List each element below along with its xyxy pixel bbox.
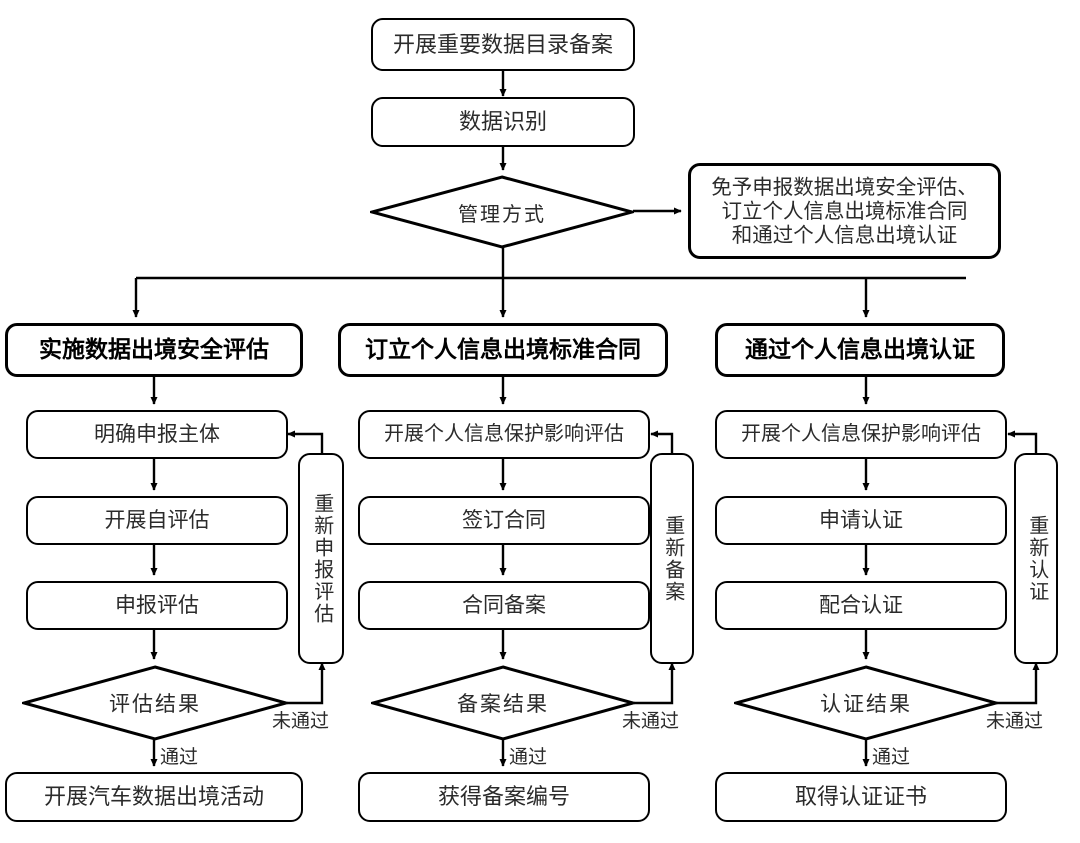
- node-branch-b-retry[interactable]: 重新备案: [650, 453, 694, 664]
- node-branch-b-heading-label: 订立个人信息出境标准合同: [365, 337, 641, 363]
- node-branch-b-step-3[interactable]: 合同备案: [358, 581, 650, 630]
- node-branch-a-retry-label: 重新申报评估: [310, 492, 333, 625]
- node-data-identification-label: 数据识别: [458, 109, 547, 135]
- node-branch-c-retry[interactable]: 重新认证: [1014, 453, 1058, 664]
- node-data-identification[interactable]: 数据识别: [371, 97, 635, 147]
- node-branch-b-step-2-label: 签订合同: [462, 508, 546, 533]
- node-branch-a-retry[interactable]: 重新申报评估: [298, 453, 344, 664]
- node-branch-b-outcome[interactable]: 获得备案编号: [358, 772, 650, 822]
- node-branch-c-step-2-label: 申请认证: [819, 508, 903, 533]
- node-branch-a-heading-label: 实施数据出境安全评估: [39, 337, 269, 363]
- node-branch-a-heading[interactable]: 实施数据出境安全评估: [5, 323, 303, 377]
- node-branch-a-step-1-label: 明确申报主体: [94, 422, 220, 447]
- node-branch-a-step-3-label: 申报评估: [115, 593, 199, 618]
- decision-branch-a-result-label: 评估结果: [109, 692, 201, 716]
- node-exemption-line-1: 免予申报数据出境安全评估、: [711, 176, 978, 199]
- node-branch-b-step-1-label: 开展个人信息保护影响评估: [384, 422, 624, 445]
- edge-label-branch-a-fail: 未通过: [272, 711, 330, 732]
- node-branch-c-retry-label: 重新认证: [1025, 514, 1048, 603]
- node-exemption[interactable]: 免予申报数据出境安全评估、 订立个人信息出境标准合同 和通过个人信息出境认证: [688, 163, 1001, 259]
- decision-management-mode-label: 管理方式: [458, 203, 546, 226]
- node-branch-a-step-3[interactable]: 申报评估: [26, 581, 288, 630]
- node-branch-a-step-2[interactable]: 开展自评估: [26, 496, 288, 545]
- decision-branch-c-result-label: 认证结果: [820, 692, 912, 716]
- decision-management-mode[interactable]: 管理方式: [370, 175, 634, 249]
- diamond-shape: [371, 665, 635, 741]
- node-branch-b-outcome-label: 获得备案编号: [437, 784, 570, 810]
- node-branch-c-step-1[interactable]: 开展个人信息保护影响评估: [715, 410, 1007, 459]
- node-branch-c-outcome[interactable]: 取得认证证书: [715, 772, 1007, 822]
- node-branch-c-step-1-label: 开展个人信息保护影响评估: [741, 422, 981, 445]
- node-branch-c-step-3[interactable]: 配合认证: [715, 581, 1007, 630]
- decision-branch-b-result-label: 备案结果: [457, 692, 549, 716]
- diamond-shape: [22, 665, 288, 741]
- node-branch-c-step-3-label: 配合认证: [819, 593, 903, 618]
- edge-label-branch-b-fail: 未通过: [622, 711, 680, 732]
- node-start[interactable]: 开展重要数据目录备案: [371, 18, 635, 71]
- node-branch-c-heading-label: 通过个人信息出境认证: [745, 337, 975, 363]
- node-branch-a-outcome[interactable]: 开展汽车数据出境活动: [5, 772, 303, 822]
- diamond-shape: [734, 665, 998, 741]
- decision-branch-b-result[interactable]: 备案结果: [371, 665, 635, 741]
- node-branch-b-heading[interactable]: 订立个人信息出境标准合同: [338, 323, 668, 377]
- diamond-shape: [370, 175, 634, 249]
- node-start-label: 开展重要数据目录备案: [392, 31, 613, 57]
- node-branch-c-step-2[interactable]: 申请认证: [715, 496, 1007, 545]
- node-branch-a-step-2-label: 开展自评估: [104, 508, 210, 533]
- edge-label-branch-a-pass: 通过: [160, 747, 199, 768]
- node-branch-a-step-1[interactable]: 明确申报主体: [26, 410, 288, 459]
- node-branch-b-retry-label: 重新备案: [661, 514, 684, 603]
- decision-branch-a-result[interactable]: 评估结果: [22, 665, 288, 741]
- node-branch-b-step-1[interactable]: 开展个人信息保护影响评估: [358, 410, 650, 459]
- edge-label-branch-c-pass: 通过: [872, 747, 911, 768]
- decision-branch-c-result[interactable]: 认证结果: [734, 665, 998, 741]
- node-branch-b-step-2[interactable]: 签订合同: [358, 496, 650, 545]
- node-branch-a-outcome-label: 开展汽车数据出境活动: [43, 784, 264, 810]
- edge-label-branch-c-fail: 未通过: [986, 711, 1044, 732]
- node-branch-b-step-3-label: 合同备案: [462, 593, 546, 618]
- node-branch-c-outcome-label: 取得认证证书: [794, 784, 927, 810]
- node-exemption-line-3: 和通过个人信息出境认证: [731, 225, 958, 248]
- node-exemption-line-2: 订立个人信息出境标准合同: [721, 200, 968, 223]
- node-branch-c-heading[interactable]: 通过个人信息出境认证: [715, 323, 1005, 377]
- edge-label-branch-b-pass: 通过: [509, 747, 548, 768]
